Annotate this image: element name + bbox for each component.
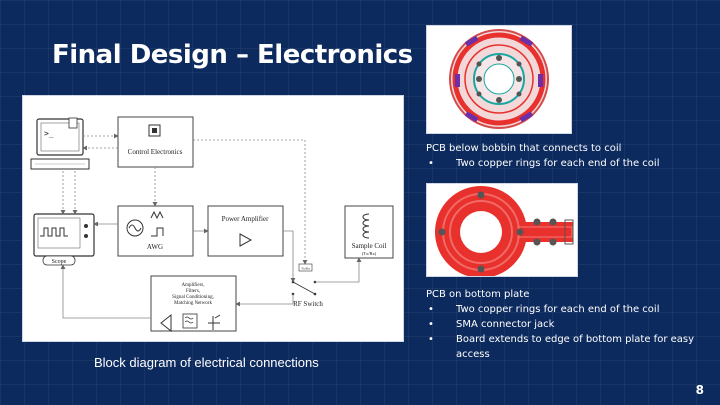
sample-coil-block: Sample Coil (Tx/Rx) bbox=[344, 205, 394, 259]
conditioning-line-1: Amplifiers, bbox=[182, 283, 205, 288]
pcb-bottom-image bbox=[426, 183, 578, 277]
conditioning-line-3: Signal Conditioning, bbox=[172, 295, 214, 300]
page-number: 8 bbox=[695, 383, 704, 397]
rf-switch-label: RF Switch bbox=[293, 300, 323, 308]
sample-coil-label: Sample Coil bbox=[352, 242, 387, 250]
diagram-caption: Block diagram of electrical connections bbox=[94, 355, 319, 370]
pcb-bobbin-heading: PCB below bobbin that connects to coil bbox=[426, 143, 622, 154]
pcb-bottom-bullet: Two copper rings for each end of the coi… bbox=[426, 302, 711, 317]
pcb-bobbin-bullet: Two copper rings for each end of the coi… bbox=[426, 156, 711, 171]
amplifier-symbol-icon bbox=[239, 233, 253, 247]
control-electronics-label: Control Electronics bbox=[128, 148, 183, 156]
pcb-bobbin-image bbox=[426, 25, 572, 134]
waveform-icon bbox=[40, 227, 68, 237]
pcb-bottom-note: PCB on bottom plate Two copper rings for… bbox=[426, 287, 711, 362]
awg-block: AWG bbox=[117, 205, 194, 257]
awg-label: AWG bbox=[147, 243, 163, 251]
pcb-bottom-render bbox=[435, 186, 574, 276]
conditioning-line-2: Filters, bbox=[186, 289, 200, 294]
computer-icon: >_ bbox=[30, 117, 90, 170]
signal-conditioning-block: Amplifiers, Filters, Signal Conditioning… bbox=[150, 275, 237, 333]
power-amplifier-block: Power Amplifier bbox=[207, 205, 284, 257]
block-diagram: >_ Control Electronics AWG Power Amplifi… bbox=[22, 95, 404, 342]
block-diagram-svg: >_ Control Electronics AWG Power Amplifi… bbox=[30, 116, 394, 333]
rf-switch-tag: Tx/Rx bbox=[301, 267, 310, 271]
scope-block: Scope bbox=[33, 213, 95, 266]
power-amplifier-label: Power Amplifier bbox=[222, 215, 270, 223]
pcb-bottom-bullets: Two copper rings for each end of the coi… bbox=[426, 302, 711, 362]
pcb-bobbin-bullets: Two copper rings for each end of the coi… bbox=[426, 156, 711, 171]
pcb-bottom-heading: PCB on bottom plate bbox=[426, 289, 530, 300]
conditioning-line-4: Matching Network bbox=[174, 301, 212, 306]
control-electronics-block: Control Electronics bbox=[117, 116, 194, 168]
scope-label: Scope bbox=[52, 259, 67, 265]
amplifier-triangle-icon bbox=[160, 313, 172, 333]
rf-switch: Tx/Rx RF Switch bbox=[291, 263, 323, 308]
coil-icon bbox=[362, 213, 370, 239]
pcb-bottom-bullet: Board extends to edge of bottom plate fo… bbox=[426, 332, 711, 362]
computer-prompt: >_ bbox=[44, 129, 54, 138]
sample-coil-sub-label: (Tx/Rx) bbox=[362, 251, 377, 256]
pcb-bobbin-note: PCB below bobbin that connects to coil T… bbox=[426, 141, 711, 171]
filter-icon bbox=[182, 313, 198, 329]
pcb-bottom-bullet: SMA connector jack bbox=[426, 317, 711, 332]
slide-title: Final Design – Electronics bbox=[52, 40, 413, 70]
pcb-bobbin-render bbox=[449, 29, 549, 129]
matching-network-icon bbox=[208, 314, 221, 330]
